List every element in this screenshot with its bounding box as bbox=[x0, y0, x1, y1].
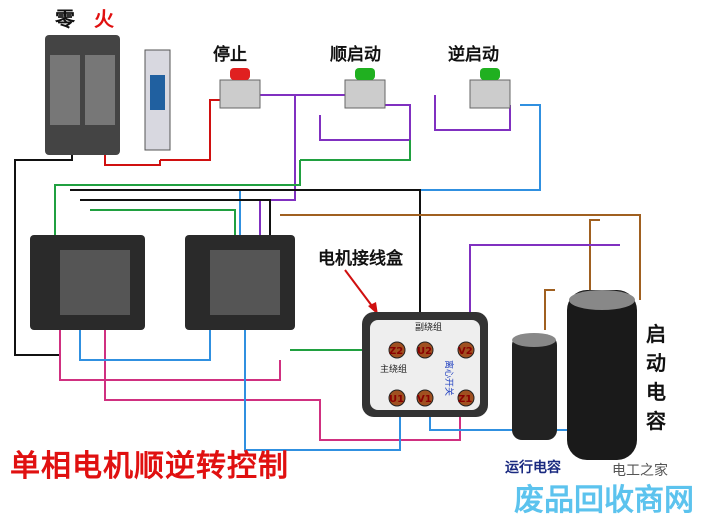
stop-label: 停止 bbox=[213, 45, 247, 65]
wire-stop-feed bbox=[160, 99, 225, 161]
wire-blue-top bbox=[239, 104, 541, 245]
aux-winding-label: 副绕组 bbox=[415, 321, 442, 333]
wire-purple bbox=[259, 94, 296, 245]
arrow-icon bbox=[344, 269, 376, 311]
wire-brown-2 bbox=[544, 289, 555, 330]
terminal-v1: V1 bbox=[417, 394, 432, 405]
stop-button[interactable] bbox=[219, 68, 261, 109]
watermark: 废品回收商网 bbox=[514, 483, 694, 518]
circuit-breaker[interactable] bbox=[45, 35, 120, 155]
wire-purple-cap bbox=[469, 244, 620, 340]
wire-purple-3 bbox=[434, 95, 511, 131]
arrow-head-icon bbox=[368, 302, 378, 315]
wire-green bbox=[54, 140, 411, 245]
diagram-title: 单相电机顺逆转控制 bbox=[10, 449, 289, 484]
wire-brown bbox=[280, 214, 641, 300]
start-capacitor bbox=[567, 290, 637, 460]
terminal-u1: U1 bbox=[389, 394, 404, 405]
wire-green-2 bbox=[90, 209, 236, 245]
motor-junction-box: 副绕组 主绕组 离心开关 Z2 U2 V2 U1 V1 Z1 bbox=[362, 312, 488, 417]
run-capacitor bbox=[512, 333, 557, 440]
wire-black-mid bbox=[70, 189, 421, 340]
run-capacitor-label: 运行电容 bbox=[505, 460, 561, 476]
live-label: 火 bbox=[94, 7, 114, 31]
wire-black-2 bbox=[80, 199, 271, 250]
source-label: 电工之家 bbox=[612, 463, 668, 479]
wire-pink-2 bbox=[104, 330, 461, 441]
terminal-u2: U2 bbox=[417, 346, 432, 357]
junction-box-label: 电机接线盒 bbox=[318, 249, 403, 269]
reverse-start-label: 逆启动 bbox=[448, 45, 499, 65]
fuse-holder bbox=[144, 49, 171, 151]
wire-blue bbox=[79, 330, 211, 361]
neutral-label: 零 bbox=[55, 7, 75, 31]
contactor-reverse bbox=[185, 235, 295, 330]
centrifugal-switch-label: 离心开关 bbox=[443, 360, 455, 396]
terminal-z2: Z2 bbox=[389, 346, 403, 357]
terminal-v2: V2 bbox=[458, 346, 473, 357]
wire-blue-2 bbox=[244, 330, 401, 451]
wire-pink bbox=[59, 330, 281, 381]
terminal-z1: Z1 bbox=[458, 394, 472, 405]
contactor-forward bbox=[30, 235, 145, 330]
reverse-start-button[interactable] bbox=[469, 68, 511, 109]
start-capacitor-label: 启动电容 bbox=[646, 322, 666, 433]
main-winding-label: 主绕组 bbox=[380, 363, 407, 375]
forward-start-button[interactable] bbox=[344, 68, 386, 109]
forward-start-label: 顺启动 bbox=[330, 45, 381, 65]
